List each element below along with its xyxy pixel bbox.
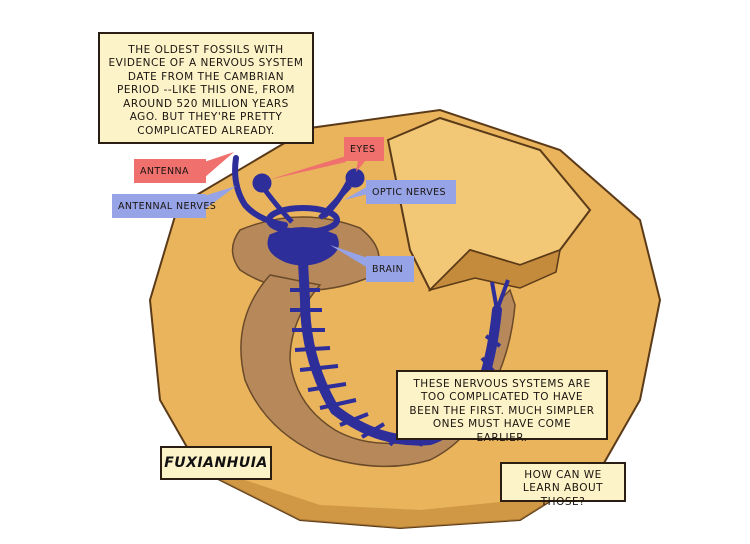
antenna-pointer	[204, 152, 234, 178]
optic-nerves-label: OPTIC NERVES	[366, 180, 456, 204]
question-caption: HOW CAN WE LEARN ABOUT THOSE?	[500, 462, 626, 508]
intro-caption: THE OLDEST FOSSILS WITH EVIDENCE OF A NE…	[98, 32, 314, 144]
eyes-pointer-right	[356, 160, 366, 172]
brain-pointer	[330, 245, 368, 268]
eyes-label: EYES	[344, 137, 384, 161]
rock-shadow	[200, 470, 600, 528]
rock-chunk-ledge	[427, 248, 561, 292]
specimen-name-label: FUXIANHUIA	[160, 446, 272, 480]
optic-nerves-pointer	[344, 186, 368, 200]
antennal-nerves-label: ANTENNAL NERVES	[112, 194, 216, 218]
complex-caption: THESE NERVOUS SYSTEMS ARE TOO COMPLICATE…	[396, 370, 608, 444]
eyes-pointer-left	[268, 156, 346, 180]
antenna-label: ANTENNA	[134, 159, 206, 183]
antennal-nerves-pointer	[204, 186, 236, 210]
brain-label: BRAIN	[366, 256, 414, 282]
